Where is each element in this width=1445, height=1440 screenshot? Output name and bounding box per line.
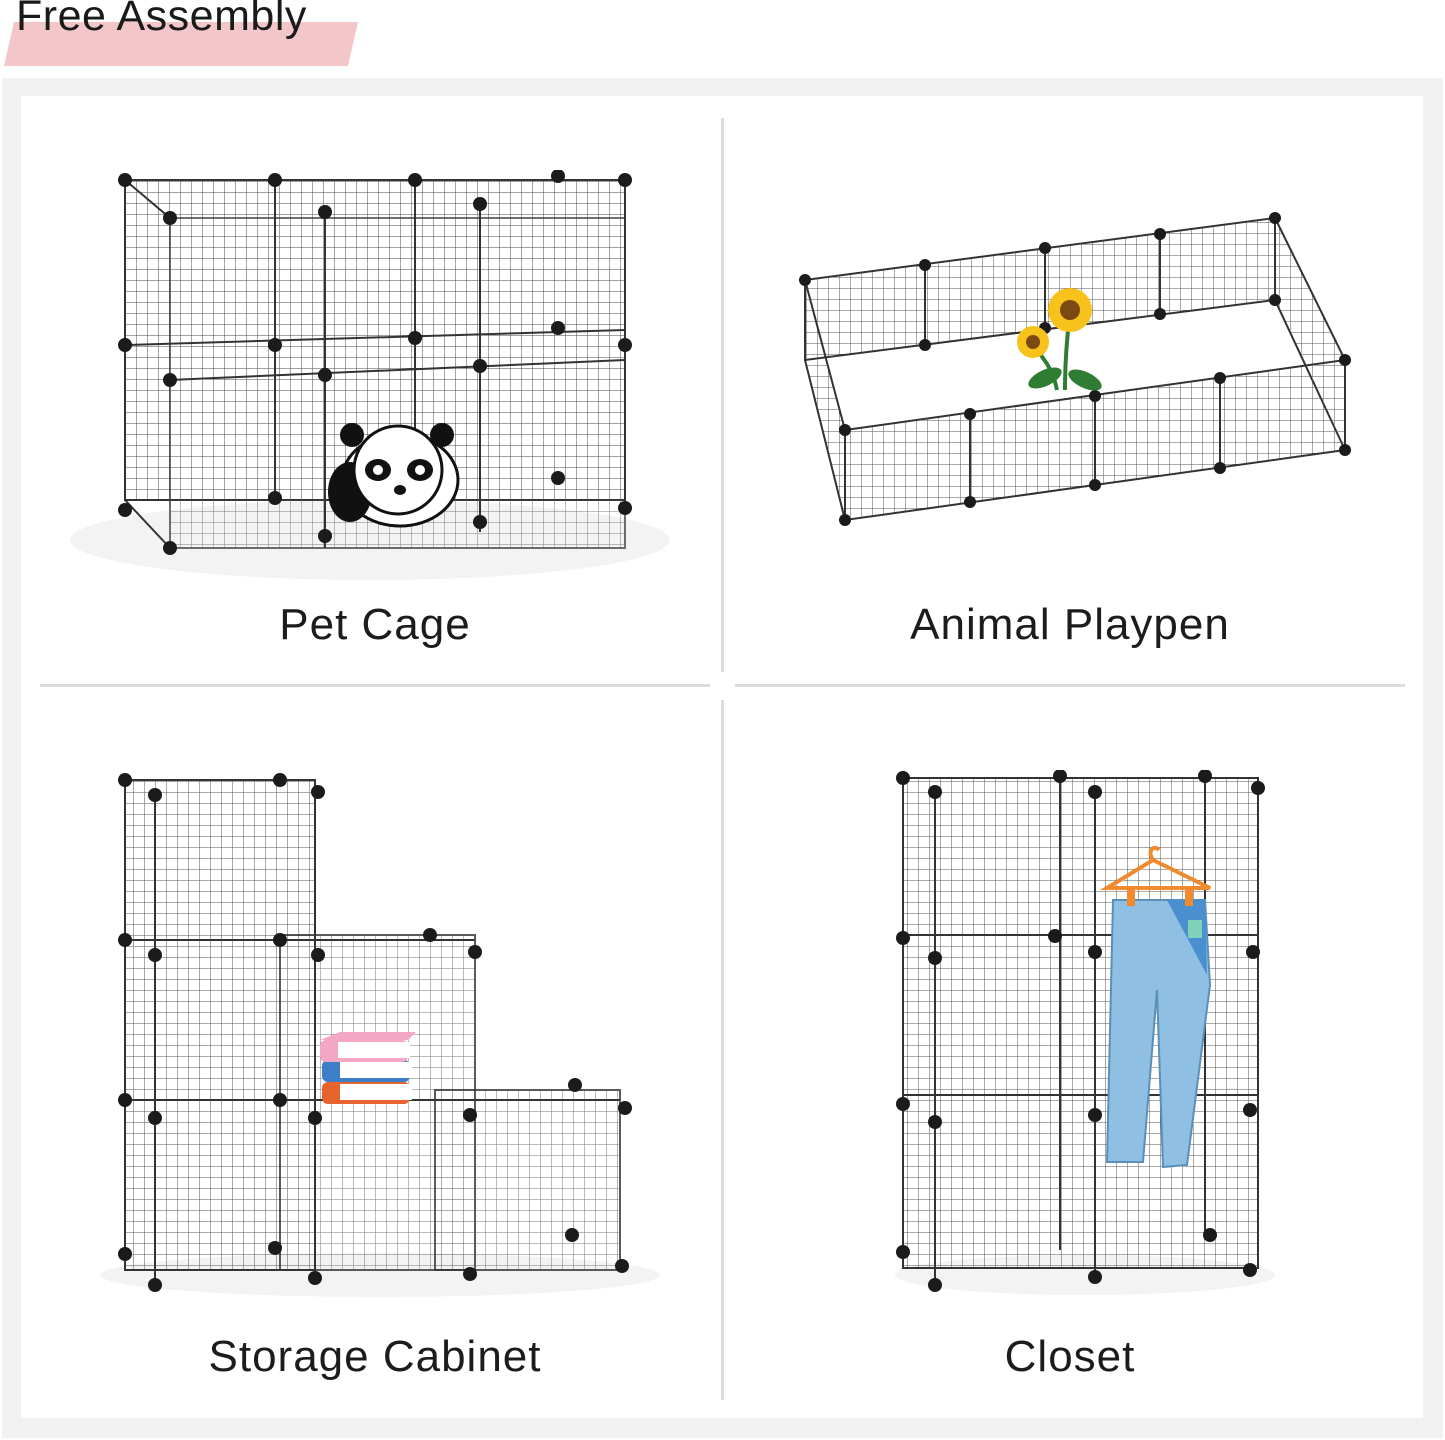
title-highlight-band	[4, 22, 358, 66]
use-case-animal-playpen: Animal Playpen	[735, 110, 1405, 680]
horizontal-divider-right	[735, 684, 1405, 687]
header: Free Assembly	[0, 0, 1445, 78]
hanger-with-jeans-icon	[1099, 845, 1212, 1169]
pet-cage-illustration	[70, 170, 670, 580]
vertical-divider-top	[721, 118, 724, 672]
storage-cabinet-illustration	[100, 773, 660, 1297]
use-case-pet-cage: Pet Cage	[40, 110, 710, 680]
storage-cabinet-label: Storage Cabinet	[208, 1332, 542, 1381]
sunflower-icon	[1017, 288, 1102, 391]
use-case-storage-cabinet: Storage Cabinet	[40, 700, 710, 1400]
animal-playpen-label: Animal Playpen	[910, 600, 1230, 649]
pet-cage-label: Pet Cage	[279, 600, 471, 649]
closet-illustration	[895, 770, 1275, 1295]
playpen-illustration	[799, 212, 1351, 526]
panda-icon	[328, 423, 460, 528]
use-case-closet: Closet	[735, 700, 1405, 1400]
vertical-divider-bottom	[721, 700, 724, 1400]
page-title: Free Assembly	[16, 0, 307, 40]
closet-label: Closet	[1004, 1332, 1136, 1381]
books-icon	[320, 1032, 416, 1104]
horizontal-divider-left	[40, 684, 710, 687]
